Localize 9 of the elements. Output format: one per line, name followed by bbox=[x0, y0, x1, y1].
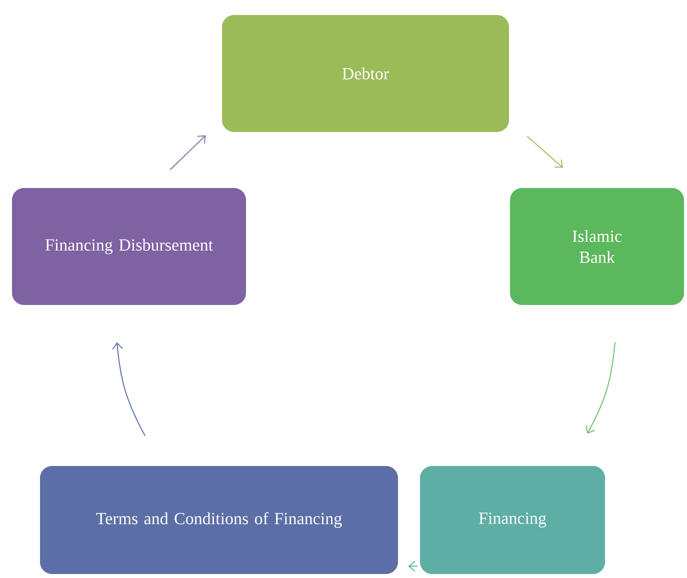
process-box: Financing Disbursement bbox=[12, 188, 246, 305]
process-box: Terms and Conditions of Financing bbox=[40, 466, 398, 574]
arrow bbox=[170, 135, 206, 170]
process-box: Debtor bbox=[222, 15, 509, 132]
process-box: Islamic Bank bbox=[510, 188, 684, 305]
arrow bbox=[112, 342, 146, 436]
process-box: Financing bbox=[420, 466, 605, 574]
arrow bbox=[526, 136, 564, 168]
arrow bbox=[586, 342, 616, 434]
